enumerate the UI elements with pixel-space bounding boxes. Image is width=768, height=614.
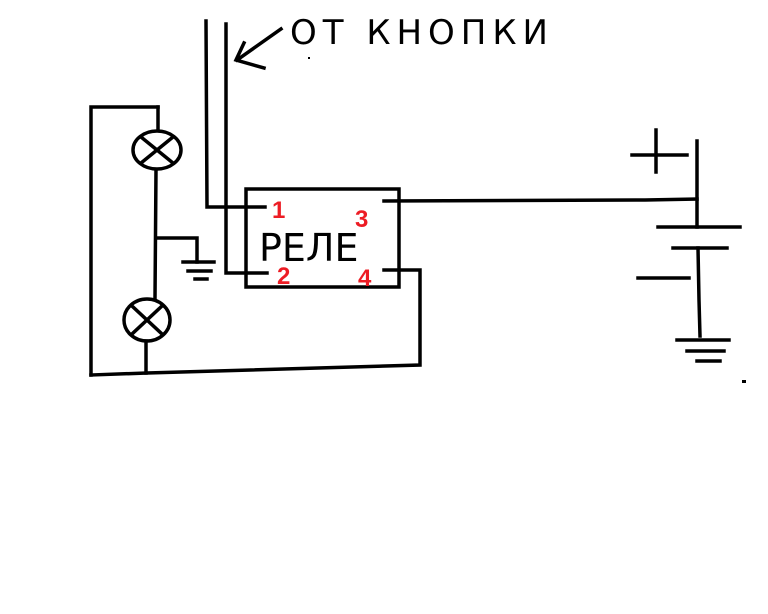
wire-left-loop [89,105,160,377]
relay-box [244,187,401,289]
arrow-icon [233,26,284,71]
wire-ground-tap [154,236,199,264]
pin-label-3: 3 [355,206,368,233]
lamp-icon [122,297,172,343]
lamp-icon [131,129,183,171]
plus-icon [630,128,689,174]
ground-icon [675,338,731,363]
wire-pin2 [224,22,269,275]
relay-label: РЕЛЕ [259,226,359,270]
stray-dot [742,380,746,383]
ground-icon [181,260,216,281]
battery-icon [656,139,742,338]
pin-label-1: 1 [272,197,285,224]
wire-pin1 [204,19,267,209]
caption-from-button: ОТ КНОПКИ [290,13,554,53]
wire-pin4-lamps [89,268,422,377]
pin-label-4: 4 [358,265,372,292]
stray-dot [308,57,310,59]
wire-pin3-battery [382,197,699,203]
wire-lamp-link [153,168,158,300]
pin-label-2: 2 [277,263,290,290]
